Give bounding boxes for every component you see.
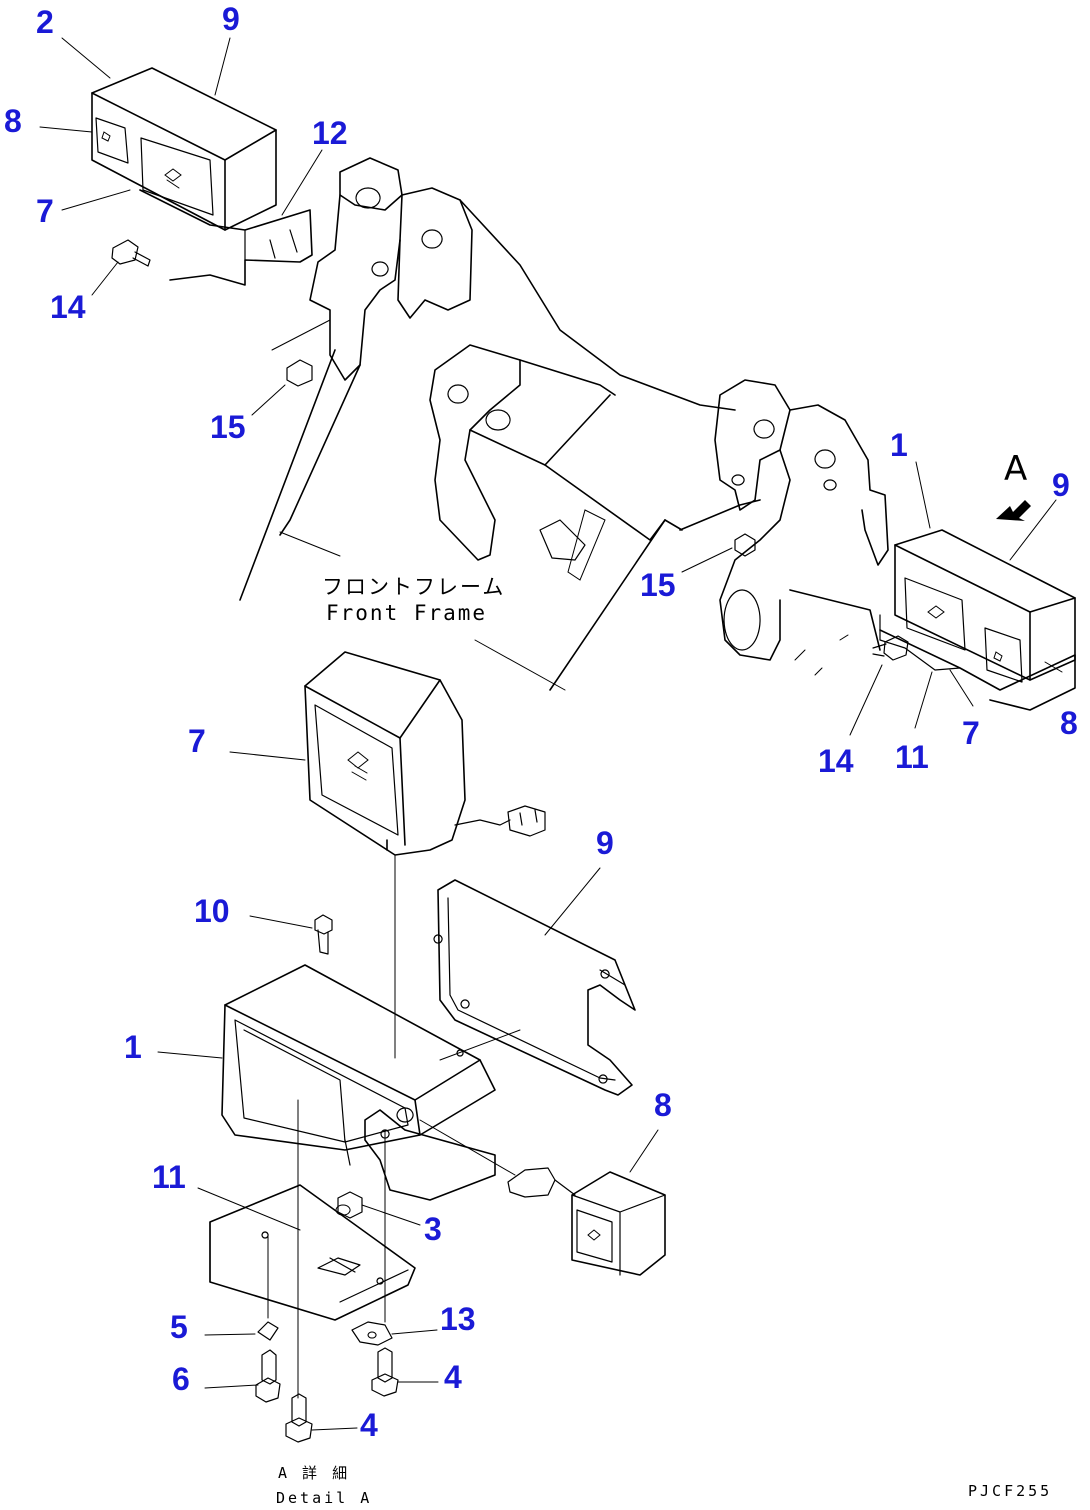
callout-3: 3	[424, 1211, 442, 1247]
callout-8-right: 8	[1060, 705, 1078, 741]
front-frame	[239, 157, 889, 691]
bolt-6	[255, 1349, 281, 1403]
callout-numbers: 2 9 8 12 7 14 15 1 9 15 14 11 7 8 7 9 10…	[4, 1, 1078, 1443]
callout-10: 10	[194, 893, 230, 929]
bolt-10	[314, 914, 333, 955]
front-frame-label-en: Front Frame	[326, 601, 487, 625]
callout-9-top: 9	[222, 1, 240, 37]
view-arrow-a	[996, 500, 1031, 521]
callout-7-right: 7	[962, 715, 980, 751]
nut-3	[335, 1191, 363, 1219]
callout-9-right: 9	[1052, 467, 1070, 503]
washer-13	[351, 1321, 393, 1346]
detail-label-jp: A 詳 細	[278, 1464, 350, 1482]
callout-9-detail: 9	[596, 825, 614, 861]
detail-bracket-11	[209, 1184, 416, 1321]
callout-2: 2	[36, 4, 54, 40]
callout-14-right: 14	[818, 743, 854, 779]
callout-14-top: 14	[50, 289, 86, 325]
callout-7-top: 7	[36, 193, 54, 229]
callout-8-top: 8	[4, 103, 22, 139]
callout-13: 13	[440, 1301, 476, 1337]
callout-4-right: 4	[444, 1359, 462, 1395]
detail-cover-9	[433, 879, 636, 1096]
callout-1-detail: 1	[124, 1029, 142, 1065]
callout-12: 12	[312, 115, 348, 151]
bolt-4-right	[371, 1347, 399, 1397]
callout-11-right: 11	[895, 739, 929, 775]
right-lamp-assembly	[872, 529, 1076, 711]
detail-lamp-8	[419, 1119, 666, 1276]
callout-15-top: 15	[210, 409, 246, 445]
drawing-code: PJCF255	[968, 1482, 1052, 1500]
callout-7-detail: 7	[188, 723, 206, 759]
callout-6: 6	[172, 1361, 190, 1397]
callout-15-mid: 15	[640, 567, 676, 603]
bolt-14-top	[111, 239, 151, 267]
left-lamp-assembly	[91, 67, 313, 286]
callout-5: 5	[170, 1309, 188, 1345]
front-frame-label-jp: フロントフレーム	[322, 575, 505, 599]
detail-housing-1	[221, 964, 496, 1201]
callout-11-detail: 11	[152, 1159, 186, 1195]
callout-8-detail: 8	[654, 1087, 672, 1123]
bolt-4-bottom	[285, 1393, 313, 1443]
leader-lines	[39, 37, 1063, 1431]
washer-5	[257, 1321, 279, 1341]
view-letter-a: A	[1004, 449, 1027, 489]
detail-label-en: Detail A	[276, 1489, 372, 1507]
callout-1-right: 1	[890, 427, 908, 463]
callout-4-bottom: 4	[360, 1407, 378, 1443]
nut-15-top	[271, 319, 331, 387]
detail-lamp-7	[304, 651, 546, 856]
